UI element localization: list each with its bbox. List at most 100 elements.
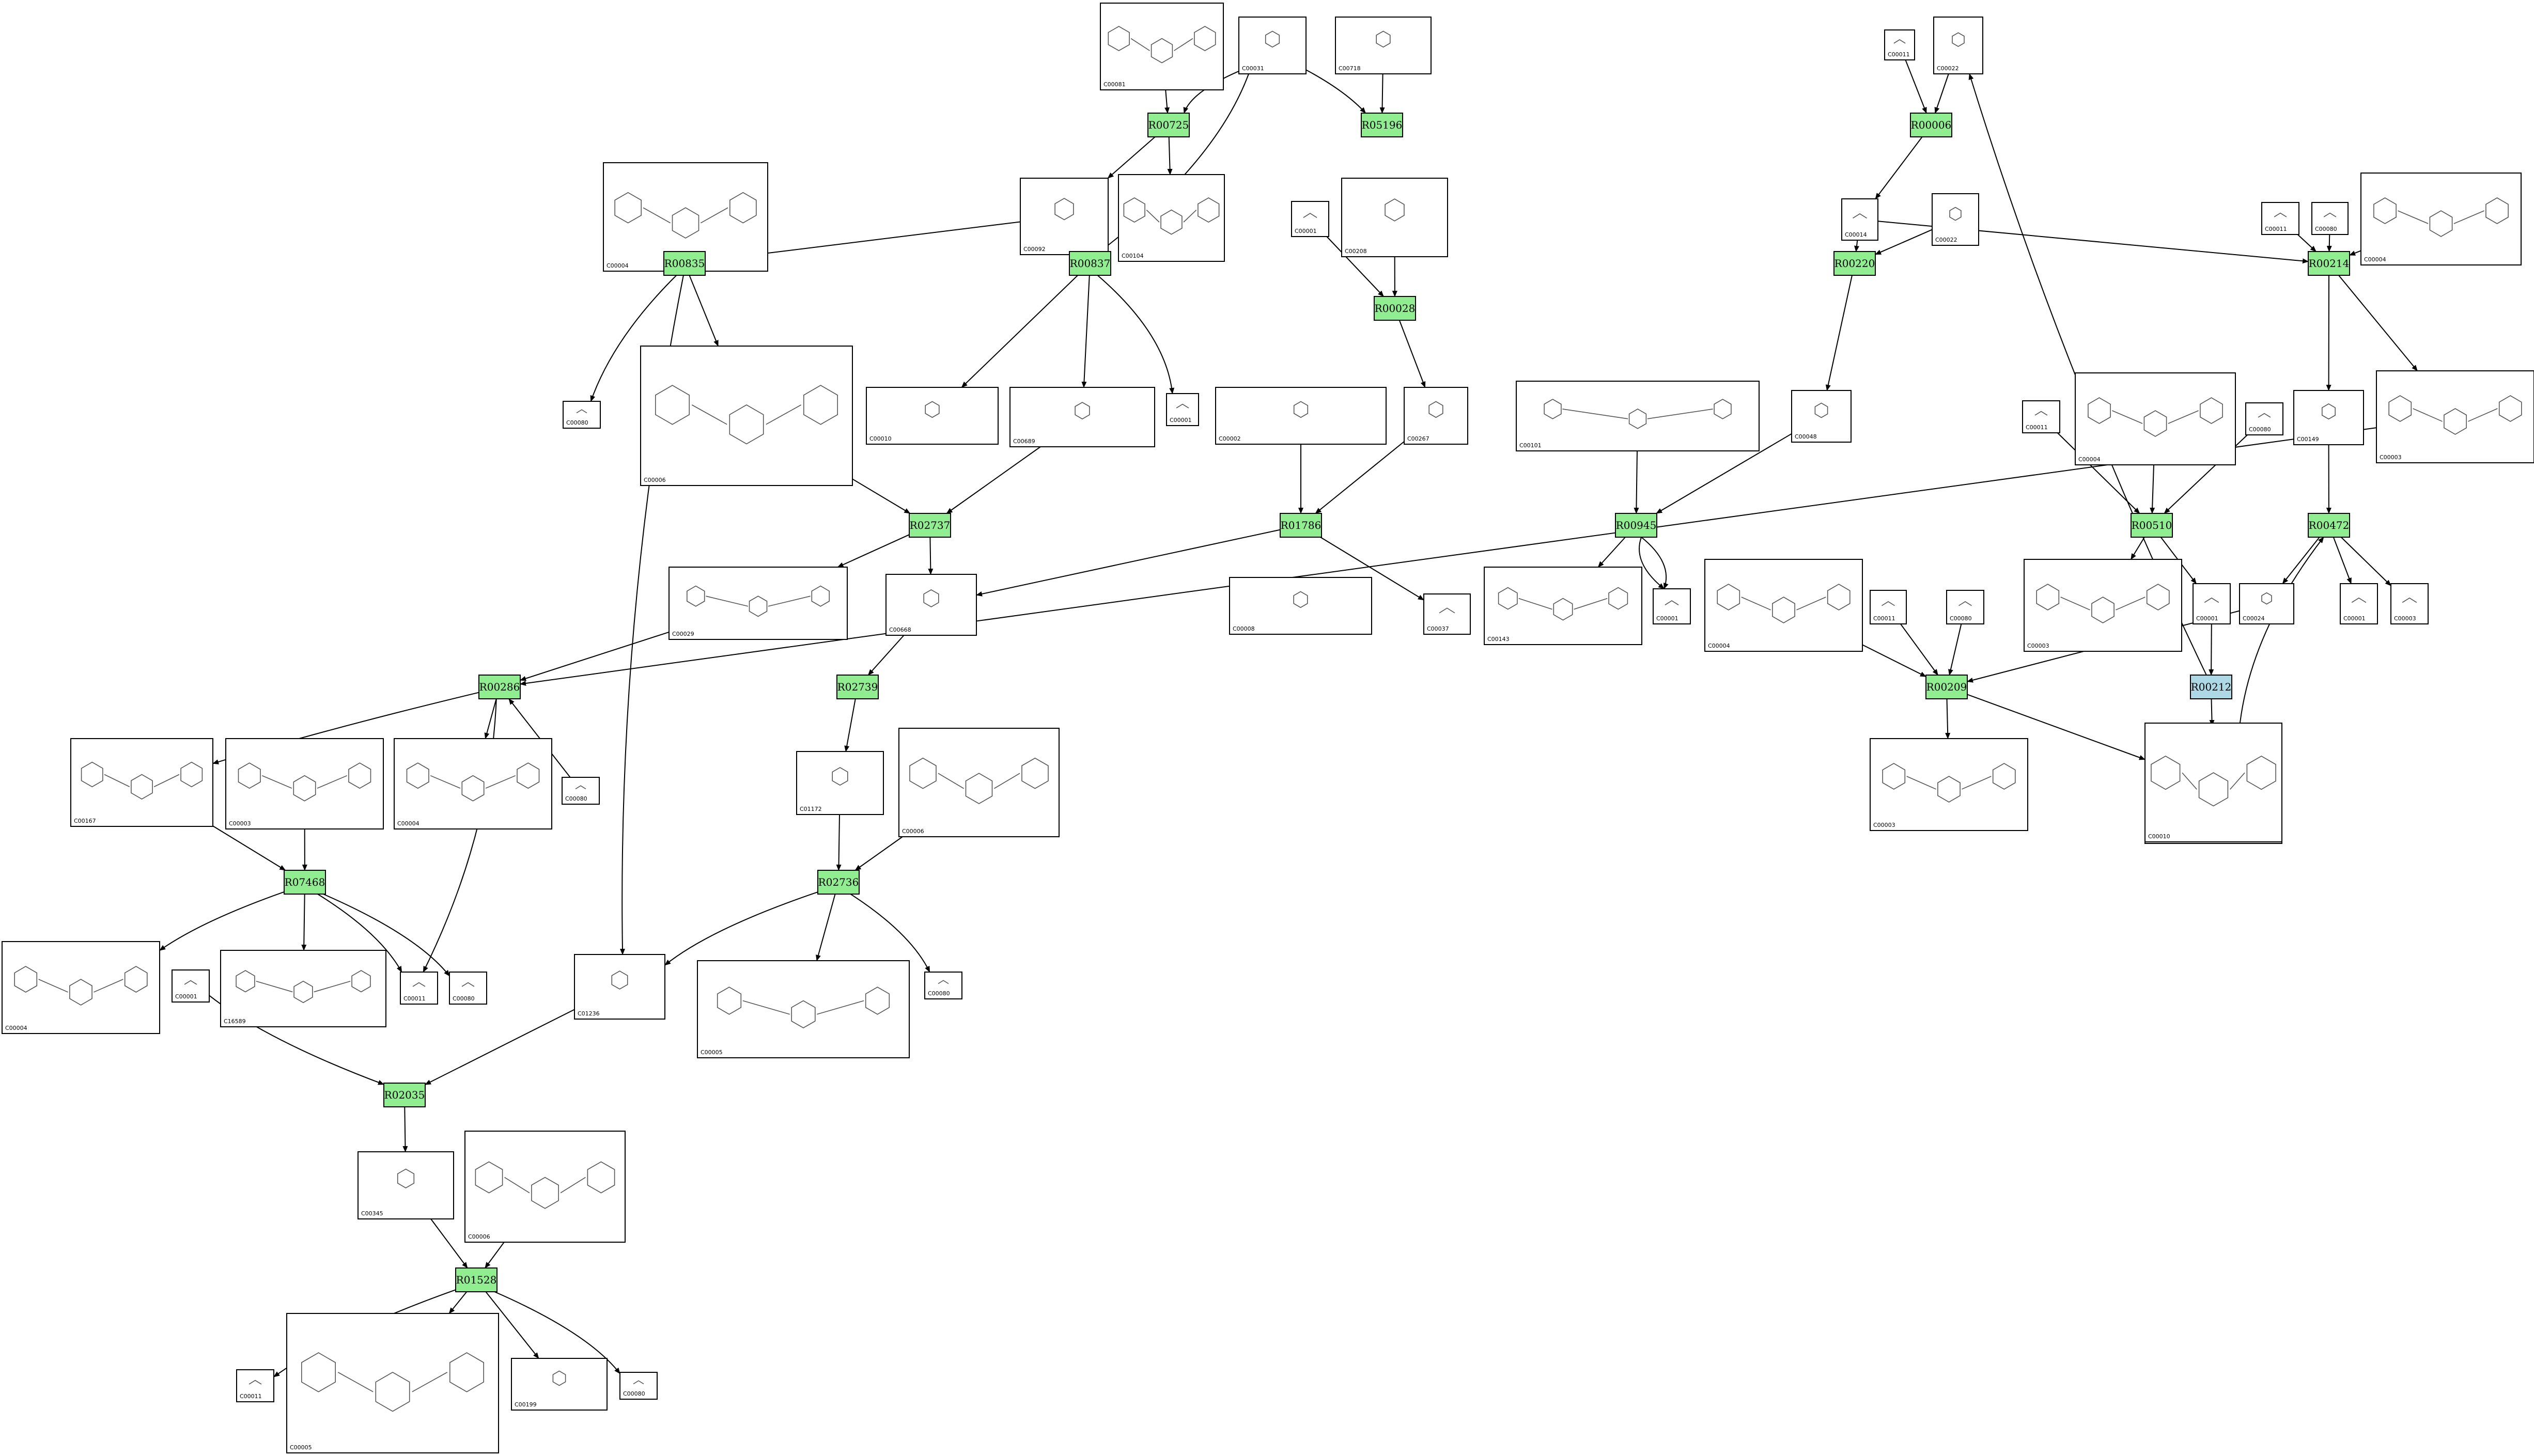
reaction-node[interactable]: R07468 <box>284 870 326 895</box>
compound-box[interactable] <box>1870 590 1907 624</box>
reaction-box[interactable] <box>1280 513 1322 538</box>
compound-box[interactable] <box>1020 178 1109 255</box>
reaction-box[interactable] <box>1925 675 1968 699</box>
compound-box[interactable] <box>236 1369 274 1402</box>
reaction-node[interactable]: R00835 <box>663 251 706 276</box>
compound-box[interactable] <box>885 574 977 636</box>
reaction-node[interactable]: R00510 <box>2131 513 2173 538</box>
compound-box[interactable] <box>1238 17 1307 74</box>
reaction-box[interactable] <box>1615 513 1657 538</box>
compound-node[interactable]: C00011 <box>2261 202 2299 235</box>
compound-box[interactable] <box>1870 738 2028 831</box>
compound-box[interactable] <box>697 960 910 1058</box>
compound-box[interactable] <box>2144 723 2282 842</box>
compound-box[interactable] <box>866 387 999 445</box>
reaction-node[interactable]: R00220 <box>1833 251 1876 276</box>
compound-box[interactable] <box>1884 29 1915 60</box>
reaction-box[interactable] <box>478 675 521 699</box>
compound-node[interactable]: C00010 <box>2144 723 2282 842</box>
reaction-box[interactable] <box>1069 251 1111 276</box>
compound-node[interactable]: C01172 <box>796 751 884 815</box>
compound-box[interactable] <box>1166 393 1199 426</box>
compound-node[interactable]: C00080 <box>924 972 962 999</box>
compound-node[interactable]: C00080 <box>2311 202 2349 235</box>
compound-node[interactable]: C00003 <box>225 738 384 829</box>
compound-node[interactable]: C00005 <box>286 1313 499 1453</box>
reaction-node[interactable]: R01786 <box>1280 513 1322 538</box>
compound-node[interactable]: C00031 <box>1238 17 1307 74</box>
compound-node[interactable]: C00001 <box>172 969 210 1003</box>
compound-box[interactable] <box>394 738 552 829</box>
reaction-box[interactable] <box>1147 113 1190 137</box>
compound-box[interactable] <box>1484 567 1642 645</box>
compound-box[interactable] <box>563 401 601 429</box>
reaction-box[interactable] <box>2308 513 2350 538</box>
compound-box[interactable] <box>1791 390 1852 443</box>
compound-box[interactable] <box>2193 583 2231 624</box>
reaction-box[interactable] <box>2131 513 2173 538</box>
reaction-box[interactable] <box>836 675 879 699</box>
compound-node[interactable]: C00001 <box>1291 201 1329 237</box>
compound-node[interactable]: C16589 <box>220 950 386 1027</box>
reaction-box[interactable] <box>909 513 951 538</box>
compound-node[interactable]: C00080 <box>2245 402 2283 435</box>
compound-node[interactable]: C00267 <box>1404 387 1468 445</box>
compound-box[interactable] <box>449 972 487 1005</box>
compound-box[interactable] <box>172 969 210 1003</box>
compound-node[interactable]: C00024 <box>2239 583 2294 624</box>
reaction-node[interactable]: R00837 <box>1069 251 1111 276</box>
compound-box[interactable] <box>2390 583 2429 624</box>
compound-node[interactable]: C00022 <box>1933 17 1983 74</box>
reaction-node[interactable]: R05196 <box>1361 113 1403 137</box>
reaction-node[interactable]: R02737 <box>909 513 951 538</box>
compound-node[interactable]: C00006 <box>464 1131 626 1243</box>
compound-node[interactable]: C00004 <box>2075 372 2236 465</box>
compound-node[interactable]: C00006 <box>640 346 853 486</box>
compound-node[interactable]: C00080 <box>562 777 600 805</box>
reaction-node[interactable]: R00028 <box>1374 296 1416 321</box>
compound-node[interactable]: C00003 <box>2376 370 2534 463</box>
compound-box[interactable] <box>511 1358 608 1411</box>
reaction-node[interactable]: R00945 <box>1615 513 1657 538</box>
reaction-box[interactable] <box>455 1267 498 1292</box>
compound-box[interactable] <box>574 954 665 1020</box>
reaction-node[interactable]: R00006 <box>1910 113 1952 137</box>
compound-box[interactable] <box>2261 202 2299 235</box>
compound-node[interactable]: C00199 <box>511 1358 608 1411</box>
compound-box[interactable] <box>1704 559 1863 652</box>
compound-box[interactable] <box>898 728 1060 837</box>
compound-box[interactable] <box>1516 381 1760 451</box>
compound-box[interactable] <box>2022 400 2060 433</box>
compound-node[interactable]: C00029 <box>669 567 848 640</box>
reaction-box[interactable] <box>383 1083 426 1107</box>
compound-box[interactable] <box>2 941 160 1034</box>
compound-node[interactable]: C01236 <box>574 954 665 1020</box>
compound-box[interactable] <box>1100 3 1224 90</box>
reaction-node[interactable]: R02736 <box>817 870 860 895</box>
compound-box[interactable] <box>464 1131 626 1243</box>
compound-node[interactable]: C00081 <box>1100 3 1224 90</box>
reaction-box[interactable] <box>1833 251 1876 276</box>
compound-box[interactable] <box>1932 193 1979 246</box>
compound-box[interactable] <box>1946 590 1984 624</box>
reaction-node[interactable]: R02035 <box>383 1083 426 1107</box>
compound-node[interactable]: C00014 <box>1841 198 1878 241</box>
reaction-box[interactable] <box>1361 113 1403 137</box>
reaction-box[interactable] <box>663 251 706 276</box>
compound-box[interactable] <box>924 972 962 999</box>
compound-box[interactable] <box>2075 372 2236 465</box>
compound-node[interactable]: C00718 <box>1335 17 1432 74</box>
reaction-box[interactable] <box>284 870 326 895</box>
compound-box[interactable] <box>669 567 848 640</box>
compound-node[interactable]: C00001 <box>1166 393 1199 426</box>
compound-node[interactable]: C00167 <box>70 738 213 827</box>
reaction-box[interactable] <box>1910 113 1952 137</box>
compound-box[interactable] <box>1229 577 1372 635</box>
compound-box[interactable] <box>357 1151 454 1219</box>
compound-box[interactable] <box>2245 402 2283 435</box>
compound-box[interactable] <box>1933 17 1983 74</box>
reaction-box[interactable] <box>1374 296 1416 321</box>
compound-node[interactable]: C00001 <box>2340 583 2378 624</box>
compound-node[interactable]: C00004 <box>2 941 160 1034</box>
compound-box[interactable] <box>2360 173 2522 265</box>
